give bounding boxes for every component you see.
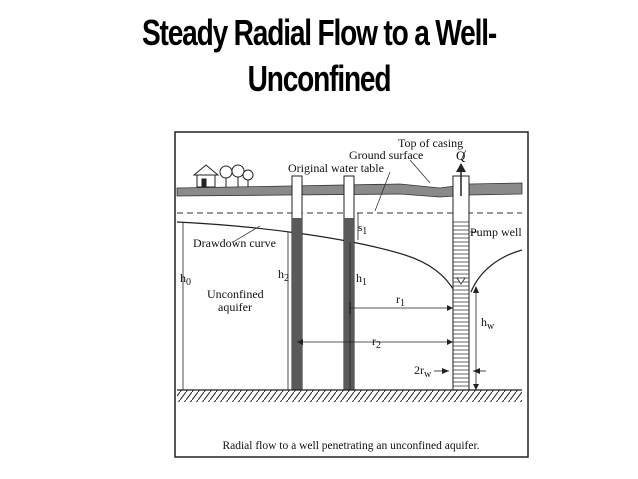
discharge-arrow-icon <box>456 163 466 172</box>
pump-well-screen <box>453 221 469 387</box>
figure-caption: Radial flow to a well penetrating an unc… <box>222 440 479 452</box>
drawdown-curve-right <box>470 249 523 293</box>
r2-label: r2 <box>372 334 381 351</box>
top-of-casing-label: Top of casing <box>398 136 463 150</box>
q-label: Q <box>456 148 466 163</box>
water-level-marker-icon <box>456 277 466 285</box>
drawdown-curve-label: Drawdown curve <box>193 236 276 250</box>
unconfined-label-line2: aquifer <box>218 300 252 314</box>
slide-title-line2: Unconfined <box>247 58 392 99</box>
h1-label: h1 <box>356 271 367 288</box>
pump-well-label: Pump well <box>470 225 522 239</box>
house-icon <box>192 164 220 188</box>
r1-label: r1 <box>396 292 405 309</box>
ground-surface-label: Ground surface <box>349 148 423 162</box>
two-rw-label: 2rw <box>414 363 432 380</box>
observation-well-1-water <box>344 218 354 390</box>
original-water-table-label: Original water table <box>288 161 384 175</box>
hw-label: hw <box>481 315 495 332</box>
impermeable-base <box>177 390 522 402</box>
drawdown-curve-left <box>176 221 456 293</box>
trees-icon <box>219 164 254 187</box>
h0-label: h0 <box>180 271 191 288</box>
h2-label: h2 <box>278 267 289 284</box>
s1-label: s1 <box>358 222 367 237</box>
unconfined-label-line1: Unconfined <box>207 287 264 301</box>
slide-title-line1: Steady Radial Flow to a Well- <box>141 12 497 53</box>
observation-well-2-water <box>292 218 302 390</box>
